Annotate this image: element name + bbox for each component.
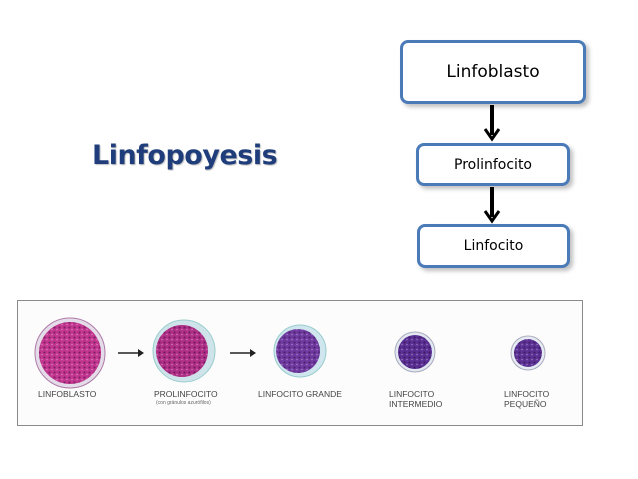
cell-label: LINFOCITO: [389, 389, 435, 399]
cell-linfocito-pequeno: [510, 335, 546, 371]
cell-drawings: [34, 317, 546, 389]
lymphocyte-illustration: LINFOBLASTO PROLINFOCITO (con gránulos a…: [17, 300, 583, 426]
flow-box-label: Linfocito: [463, 238, 524, 254]
cell-label-line2: PEQUEÑO: [504, 399, 547, 409]
cell-label: LINFOCITO: [504, 389, 550, 399]
cell-prolinfocito: [152, 319, 216, 383]
cell-label: LINFOBLASTO: [38, 389, 97, 399]
cell-label-line2: INTERMEDIO: [389, 399, 443, 409]
cell-label: PROLINFOCITO: [154, 389, 218, 399]
flow-box-linfocito: Linfocito: [417, 224, 570, 268]
flow-box-prolinfocito: Prolinfocito: [416, 143, 570, 186]
cell-label: LINFOCITO GRANDE: [258, 389, 342, 399]
cell-sublabel: (con gránulos azurófilos): [156, 400, 211, 406]
cell-linfocito-intermedio: [394, 331, 436, 373]
arrow-down-icon: [483, 105, 501, 142]
arrow-right-icon: [230, 349, 256, 357]
flow-box-label: Prolinfocito: [454, 156, 532, 173]
flow-box-label: Linfoblasto: [446, 62, 540, 82]
cell-linfoblasto: [34, 317, 106, 389]
cell-linfocito-grande: [273, 324, 327, 378]
flow-box-linfoblasto: Linfoblasto: [400, 40, 586, 104]
arrow-down-icon: [483, 187, 501, 224]
page-title: Linfopoyesis: [92, 140, 278, 171]
arrow-right-icon: [118, 349, 144, 357]
